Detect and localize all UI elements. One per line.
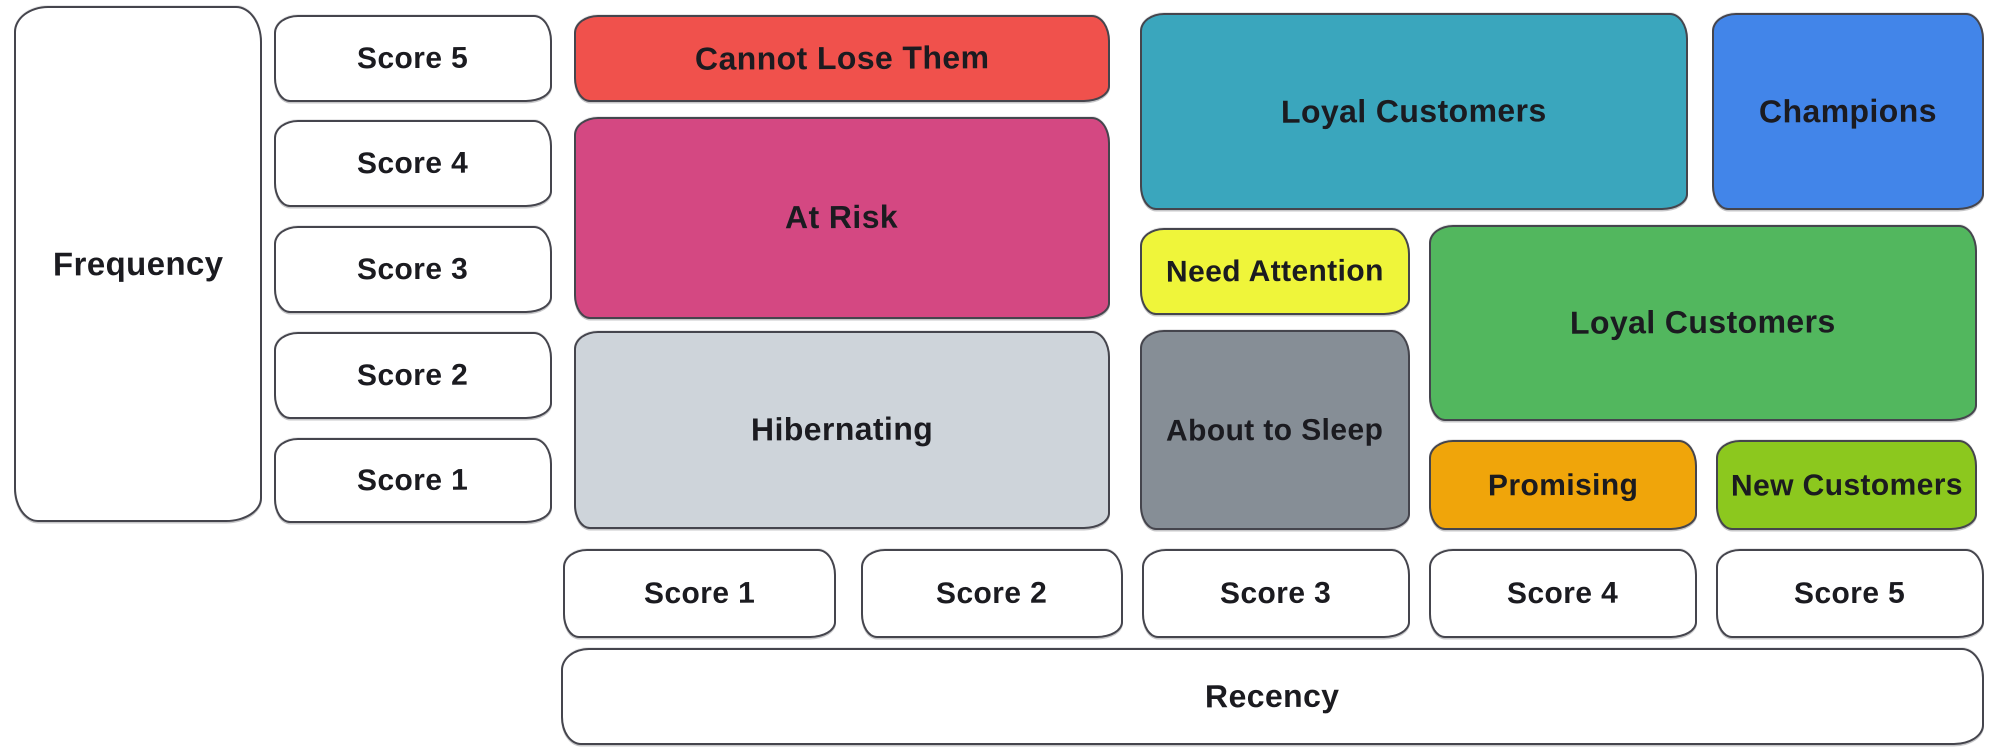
frequency-score-3-label: Score 3 <box>357 252 469 287</box>
recency-score-3-box: Score 3 <box>1142 549 1410 638</box>
frequency-score-2-box: Score 2 <box>274 332 552 419</box>
recency-axis-box: Recency <box>561 648 1984 745</box>
segment-label: Cannot Lose Them <box>694 39 990 77</box>
segment-promising: Promising <box>1429 440 1697 530</box>
recency-score-1-label: Score 1 <box>643 576 756 611</box>
frequency-axis-box: Frequency <box>14 6 262 522</box>
recency-score-4-label: Score 4 <box>1507 576 1619 611</box>
frequency-score-2-label: Score 2 <box>357 358 469 393</box>
recency-score-2-label: Score 2 <box>936 576 1048 611</box>
segment-loyal-customers-mid: Loyal Customers <box>1429 225 1977 421</box>
segment-label: Need Attention <box>1166 254 1384 289</box>
segment-label: About to Sleep <box>1166 412 1384 448</box>
segment-hibernating: Hibernating <box>574 331 1110 529</box>
segment-need-attention: Need Attention <box>1140 228 1410 315</box>
segment-champions: Champions <box>1712 13 1984 210</box>
frequency-score-3-box: Score 3 <box>274 226 552 313</box>
recency-score-4-box: Score 4 <box>1429 549 1697 638</box>
recency-score-5-label: Score 5 <box>1794 576 1906 611</box>
segment-label: At Risk <box>785 199 899 236</box>
frequency-score-5-label: Score 5 <box>357 41 469 76</box>
recency-axis-label: Recency <box>1205 677 1340 715</box>
frequency-score-5-box: Score 5 <box>274 15 552 102</box>
recency-score-3-label: Score 3 <box>1220 576 1332 611</box>
segment-at-risk: At Risk <box>574 117 1110 319</box>
segment-label: Loyal Customers <box>1570 303 1836 342</box>
segment-loyal-customers-top: Loyal Customers <box>1140 13 1688 210</box>
segment-label: Promising <box>1487 468 1639 502</box>
segment-label: Loyal Customers <box>1281 92 1547 130</box>
recency-score-5-box: Score 5 <box>1716 549 1984 638</box>
segment-label: Hibernating <box>750 410 934 448</box>
frequency-score-4-box: Score 4 <box>274 120 552 207</box>
segment-cannot-lose-them: Cannot Lose Them <box>574 15 1110 102</box>
recency-score-1-box: Score 1 <box>563 549 836 638</box>
segment-about-to-sleep: About to Sleep <box>1140 330 1410 530</box>
frequency-axis-label: Frequency <box>52 244 224 283</box>
recency-score-2-box: Score 2 <box>861 549 1123 638</box>
segment-label: New Customers <box>1730 467 1963 503</box>
segment-label: Champions <box>1758 92 1938 130</box>
frequency-score-4-label: Score 4 <box>357 146 469 181</box>
segment-new-customers: New Customers <box>1716 440 1977 530</box>
frequency-score-1-box: Score 1 <box>274 438 552 523</box>
frequency-score-1-label: Score 1 <box>357 463 469 498</box>
